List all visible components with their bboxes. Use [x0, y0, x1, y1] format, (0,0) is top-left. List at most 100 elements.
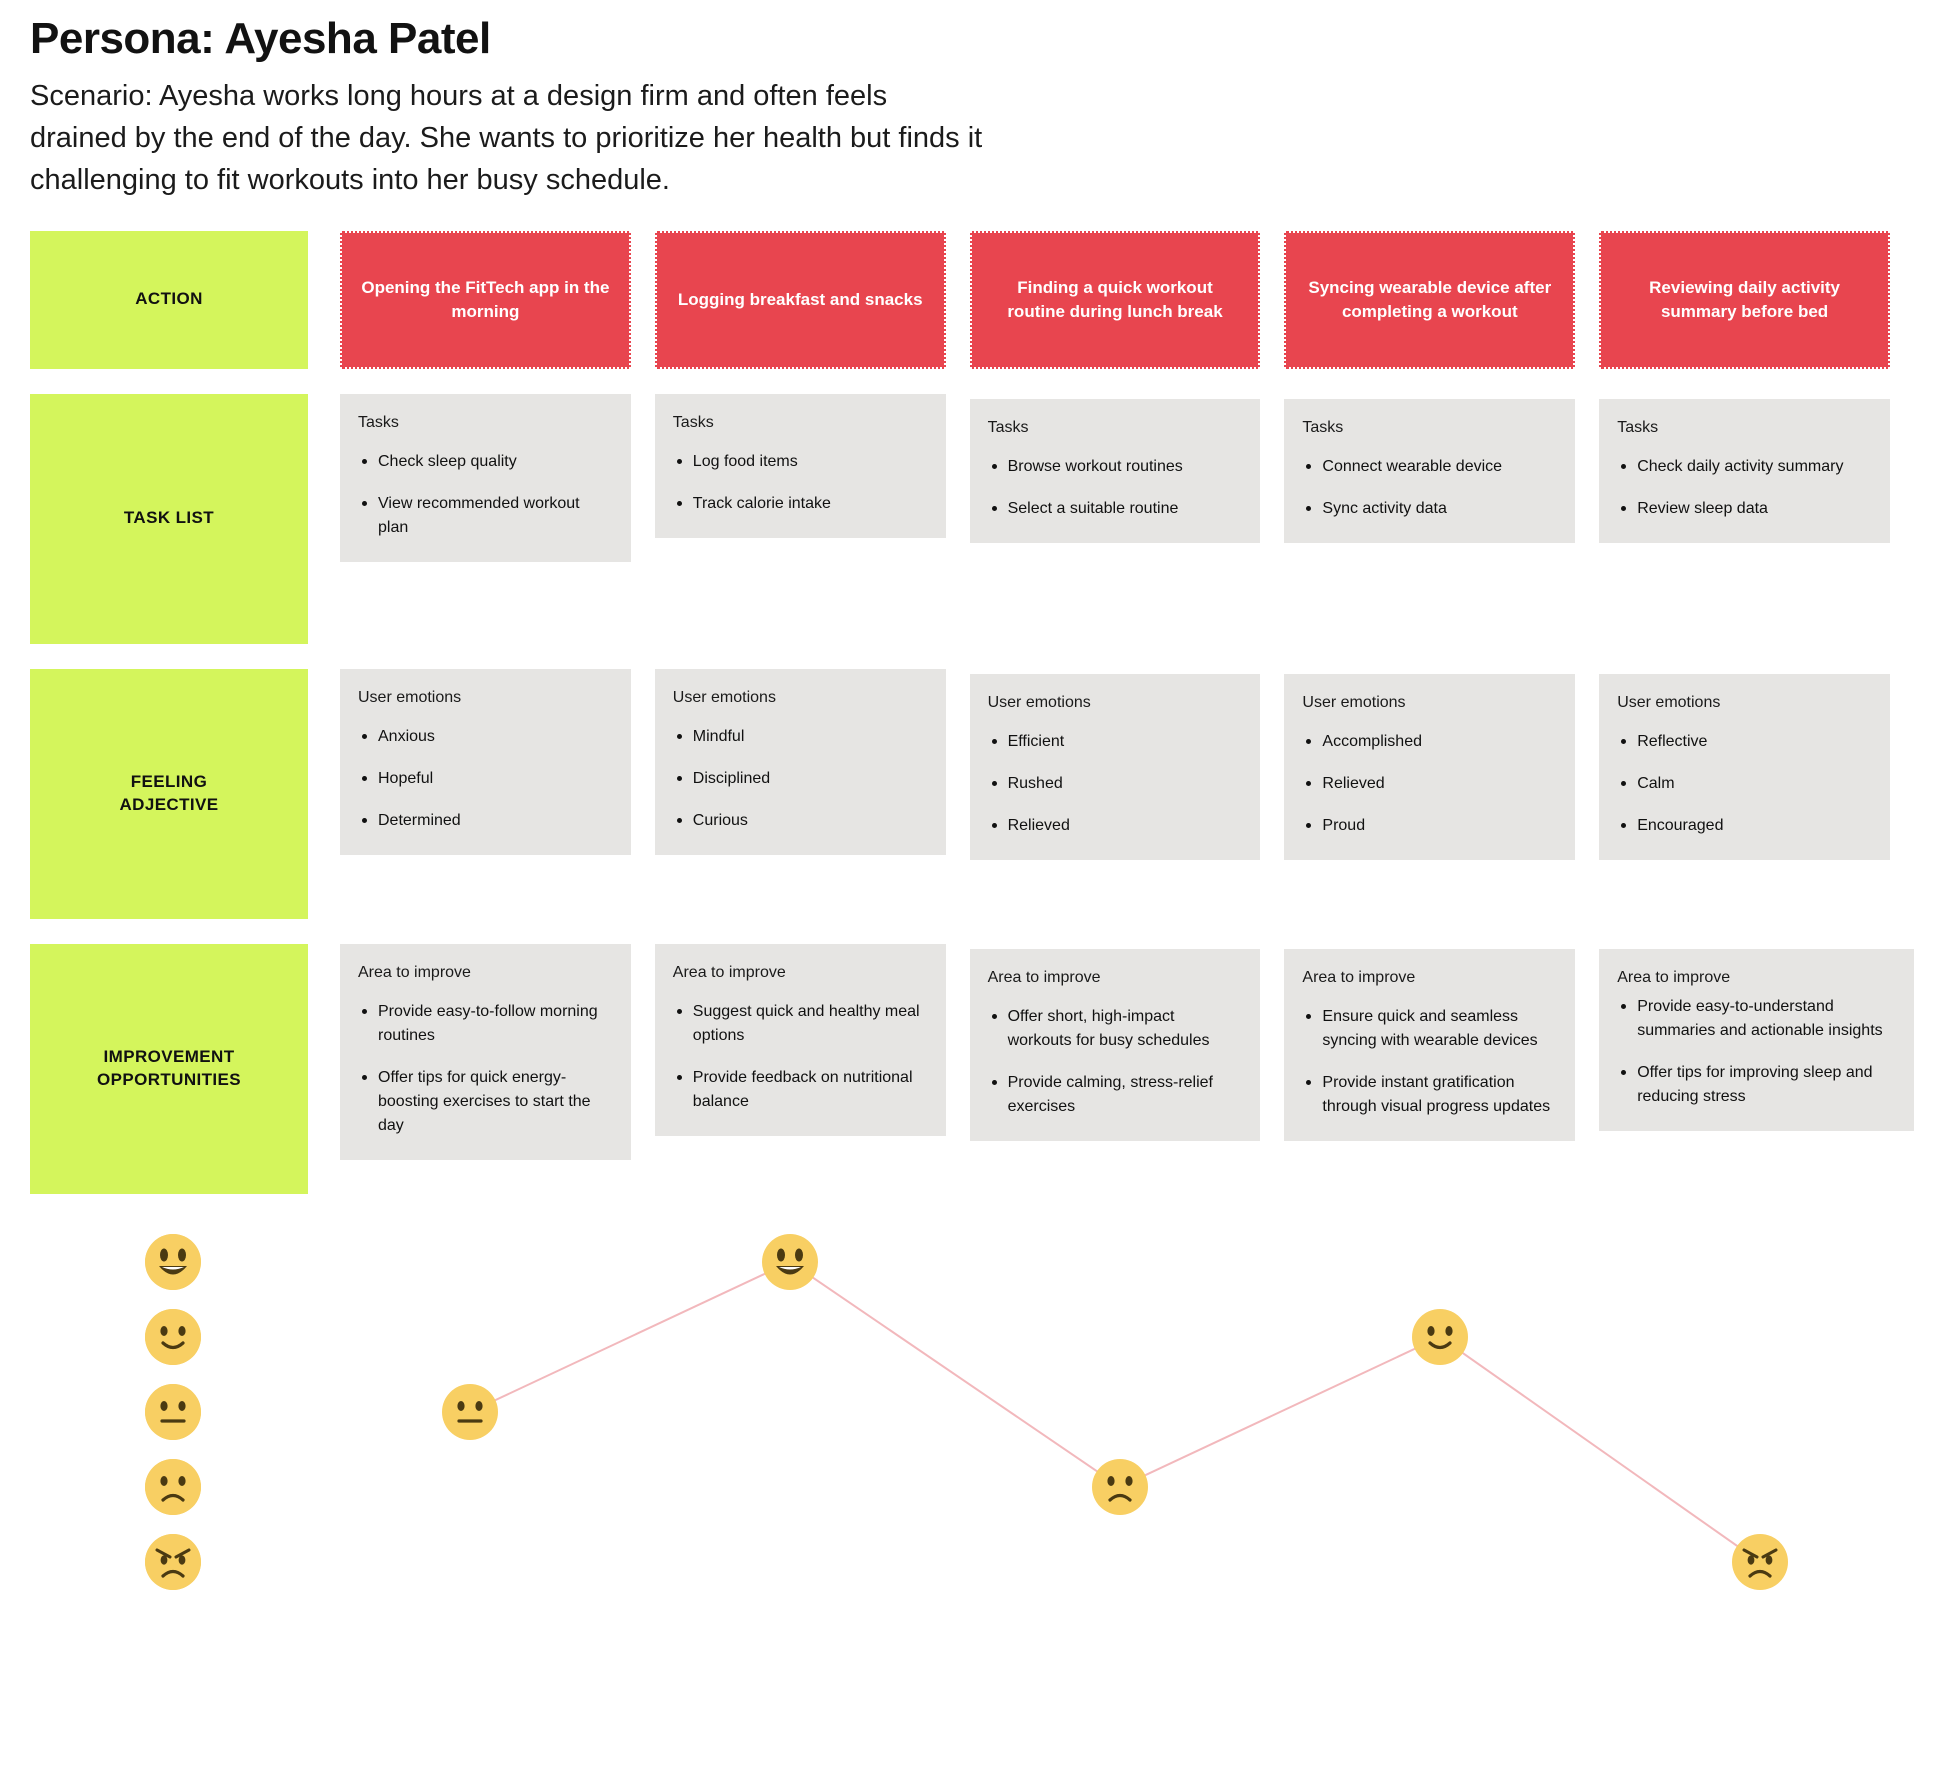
list-item: Rushed — [988, 772, 1243, 796]
emotion-card-stage-5[interactable]: User emotions Reflective Calm Encouraged — [1599, 673, 1890, 860]
list-item: Hopeful — [358, 767, 613, 791]
improvement-card-stage-5[interactable]: Area to improve Provide easy-to-understa… — [1599, 948, 1914, 1131]
emotion-card-stage-4[interactable]: User emotions Accomplished Relieved Prou… — [1284, 673, 1576, 860]
improvement-list: Provide easy-to-follow morning routines … — [358, 1000, 613, 1138]
list-item: Provide easy-to-follow morning routines — [358, 1000, 613, 1048]
row-label-improvement-opportunities: IMPROVEMENT OPPORTUNITIES — [30, 943, 308, 1194]
list-item: Provide calming, stress-relief exercises — [988, 1071, 1243, 1119]
emotion-list: Mindful Disciplined Curious — [673, 725, 928, 833]
emotion-card-heading: User emotions — [358, 688, 462, 706]
list-item: Relieved — [988, 814, 1243, 838]
list-item: Ensure quick and seamless syncing with w… — [1302, 1005, 1557, 1053]
list-item: Track calorie intake — [673, 492, 928, 516]
list-item: Sync activity data — [1302, 497, 1557, 521]
list-item: View recommended workout plan — [358, 492, 613, 540]
row-gap — [30, 644, 1914, 669]
list-item: Curious — [673, 809, 928, 833]
task-list: Connect wearable device Sync activity da… — [1302, 455, 1557, 521]
emotion-card-heading: User emotions — [672, 688, 776, 706]
improvement-card-stage-2[interactable]: Area to improve Suggest quick and health… — [654, 943, 946, 1136]
list-item: Determined — [358, 809, 613, 833]
improvement-list: Ensure quick and seamless syncing with w… — [1302, 1005, 1557, 1119]
emotion-journey-chart — [30, 1233, 1914, 1664]
list-item: Accomplished — [1302, 730, 1557, 754]
emotion-card-stage-2[interactable]: User emotions Mindful Disciplined Curiou… — [654, 668, 946, 855]
list-item: Suggest quick and healthy meal options — [673, 1000, 928, 1048]
sad-face-icon — [145, 1458, 201, 1515]
journey-point-3-sad-face-icon[interactable] — [1092, 1458, 1148, 1515]
row-gap — [30, 369, 1914, 394]
task-card-heading: Tasks — [1302, 418, 1344, 436]
emotion-card-heading: User emotions — [1302, 693, 1406, 711]
list-item: Browse workout routines — [988, 455, 1243, 479]
list-item: Provide easy-to-understand summaries and… — [1617, 995, 1896, 1043]
improvement-card-heading: Area to improve — [358, 963, 471, 981]
task-card-heading: Tasks — [1617, 418, 1659, 436]
row-label-action: ACTION — [30, 230, 308, 369]
emoji-scale-axis — [145, 1233, 205, 1654]
emotion-list: Efficient Rushed Relieved — [988, 730, 1243, 838]
list-item: Connect wearable device — [1302, 455, 1557, 479]
list-item: Offer short, high-impact workouts for bu… — [988, 1005, 1243, 1053]
row-gap — [30, 919, 1914, 944]
list-item: Disciplined — [673, 767, 928, 791]
list-item: Mindful — [673, 725, 928, 749]
very-happy-face-icon — [145, 1233, 201, 1290]
journey-point-1-neutral-face-icon[interactable] — [442, 1383, 498, 1440]
task-list: Browse workout routines Select a suitabl… — [988, 455, 1243, 521]
task-card-stage-1[interactable]: Tasks Check sleep quality View recommend… — [340, 393, 631, 562]
list-item: Anxious — [358, 725, 613, 749]
header: Persona: Ayesha Patel Scenario: Ayesha w… — [30, 0, 1914, 205]
task-list: Check sleep quality View recommended wor… — [358, 450, 613, 540]
task-card-stage-4[interactable]: Tasks Connect wearable device Sync activ… — [1284, 398, 1576, 543]
action-card-stage-1[interactable]: Opening the FitTech app in the morning — [340, 230, 631, 369]
journey-point-5-angry-face-icon[interactable] — [1732, 1533, 1788, 1590]
improvement-card-stage-4[interactable]: Area to improve Ensure quick and seamles… — [1284, 948, 1576, 1141]
happy-face-icon — [145, 1308, 201, 1365]
improvement-card-heading: Area to improve — [672, 963, 786, 981]
neutral-face-icon — [145, 1383, 201, 1440]
emotion-list: Anxious Hopeful Determined — [358, 725, 613, 833]
list-item: Check daily activity summary — [1617, 455, 1872, 479]
row-label-feeling-adjective: FEELING ADJECTIVE — [30, 668, 308, 919]
task-card-stage-5[interactable]: Tasks Check daily activity summary Revie… — [1599, 398, 1890, 543]
list-item: Offer tips for quick energy-boosting exe… — [358, 1066, 613, 1138]
task-list: Check daily activity summary Review slee… — [1617, 455, 1872, 521]
emotion-card-stage-3[interactable]: User emotions Efficient Rushed Relieved — [969, 673, 1261, 860]
list-item: Provide feedback on nutritional balance — [673, 1066, 928, 1114]
list-item: Select a suitable routine — [988, 497, 1243, 521]
journey-line-path — [469, 1260, 1761, 1563]
list-item: Check sleep quality — [358, 450, 613, 474]
journey-point-4-happy-face-icon[interactable] — [1412, 1308, 1468, 1365]
row-label-task-list: TASK LIST — [30, 393, 308, 644]
list-item: Review sleep data — [1617, 497, 1872, 521]
action-card-stage-5[interactable]: Reviewing daily activity summary before … — [1599, 230, 1890, 369]
journey-line — [469, 1260, 1761, 1563]
task-card-stage-2[interactable]: Tasks Log food items Track calorie intak… — [654, 393, 946, 538]
emotion-list: Accomplished Relieved Proud — [1302, 730, 1557, 838]
angry-face-icon — [145, 1533, 201, 1590]
journey-point-2-very-happy-face-icon[interactable] — [762, 1233, 818, 1290]
improvement-card-stage-1[interactable]: Area to improve Provide easy-to-follow m… — [340, 943, 631, 1160]
list-item: Relieved — [1302, 772, 1557, 796]
list-item: Efficient — [988, 730, 1243, 754]
improvement-card-heading: Area to improve — [1302, 968, 1416, 986]
list-item: Provide instant gratification through vi… — [1302, 1071, 1557, 1119]
list-item: Proud — [1302, 814, 1557, 838]
improvement-card-heading: Area to improve — [1617, 968, 1731, 986]
task-card-heading: Tasks — [672, 413, 714, 431]
emotion-card-stage-1[interactable]: User emotions Anxious Hopeful Determined — [340, 668, 631, 855]
action-card-stage-3[interactable]: Finding a quick workout routine during l… — [969, 230, 1261, 369]
task-card-stage-3[interactable]: Tasks Browse workout routines Select a s… — [969, 398, 1261, 543]
scenario-text: Scenario: Ayesha works long hours at a d… — [30, 79, 983, 196]
list-item: Calm — [1617, 772, 1872, 796]
emotion-card-heading: User emotions — [1617, 693, 1721, 711]
action-card-stage-2[interactable]: Logging breakfast and snacks — [654, 230, 946, 369]
list-item: Encouraged — [1617, 814, 1872, 838]
improvement-card-stage-3[interactable]: Area to improve Offer short, high-impact… — [969, 948, 1261, 1141]
task-card-heading: Tasks — [987, 418, 1029, 436]
improvement-list: Offer short, high-impact workouts for bu… — [988, 1005, 1243, 1119]
action-card-stage-4[interactable]: Syncing wearable device after completing… — [1284, 230, 1576, 369]
journey-grid: ACTION Opening the FitTech app in the mo… — [30, 230, 1914, 1194]
